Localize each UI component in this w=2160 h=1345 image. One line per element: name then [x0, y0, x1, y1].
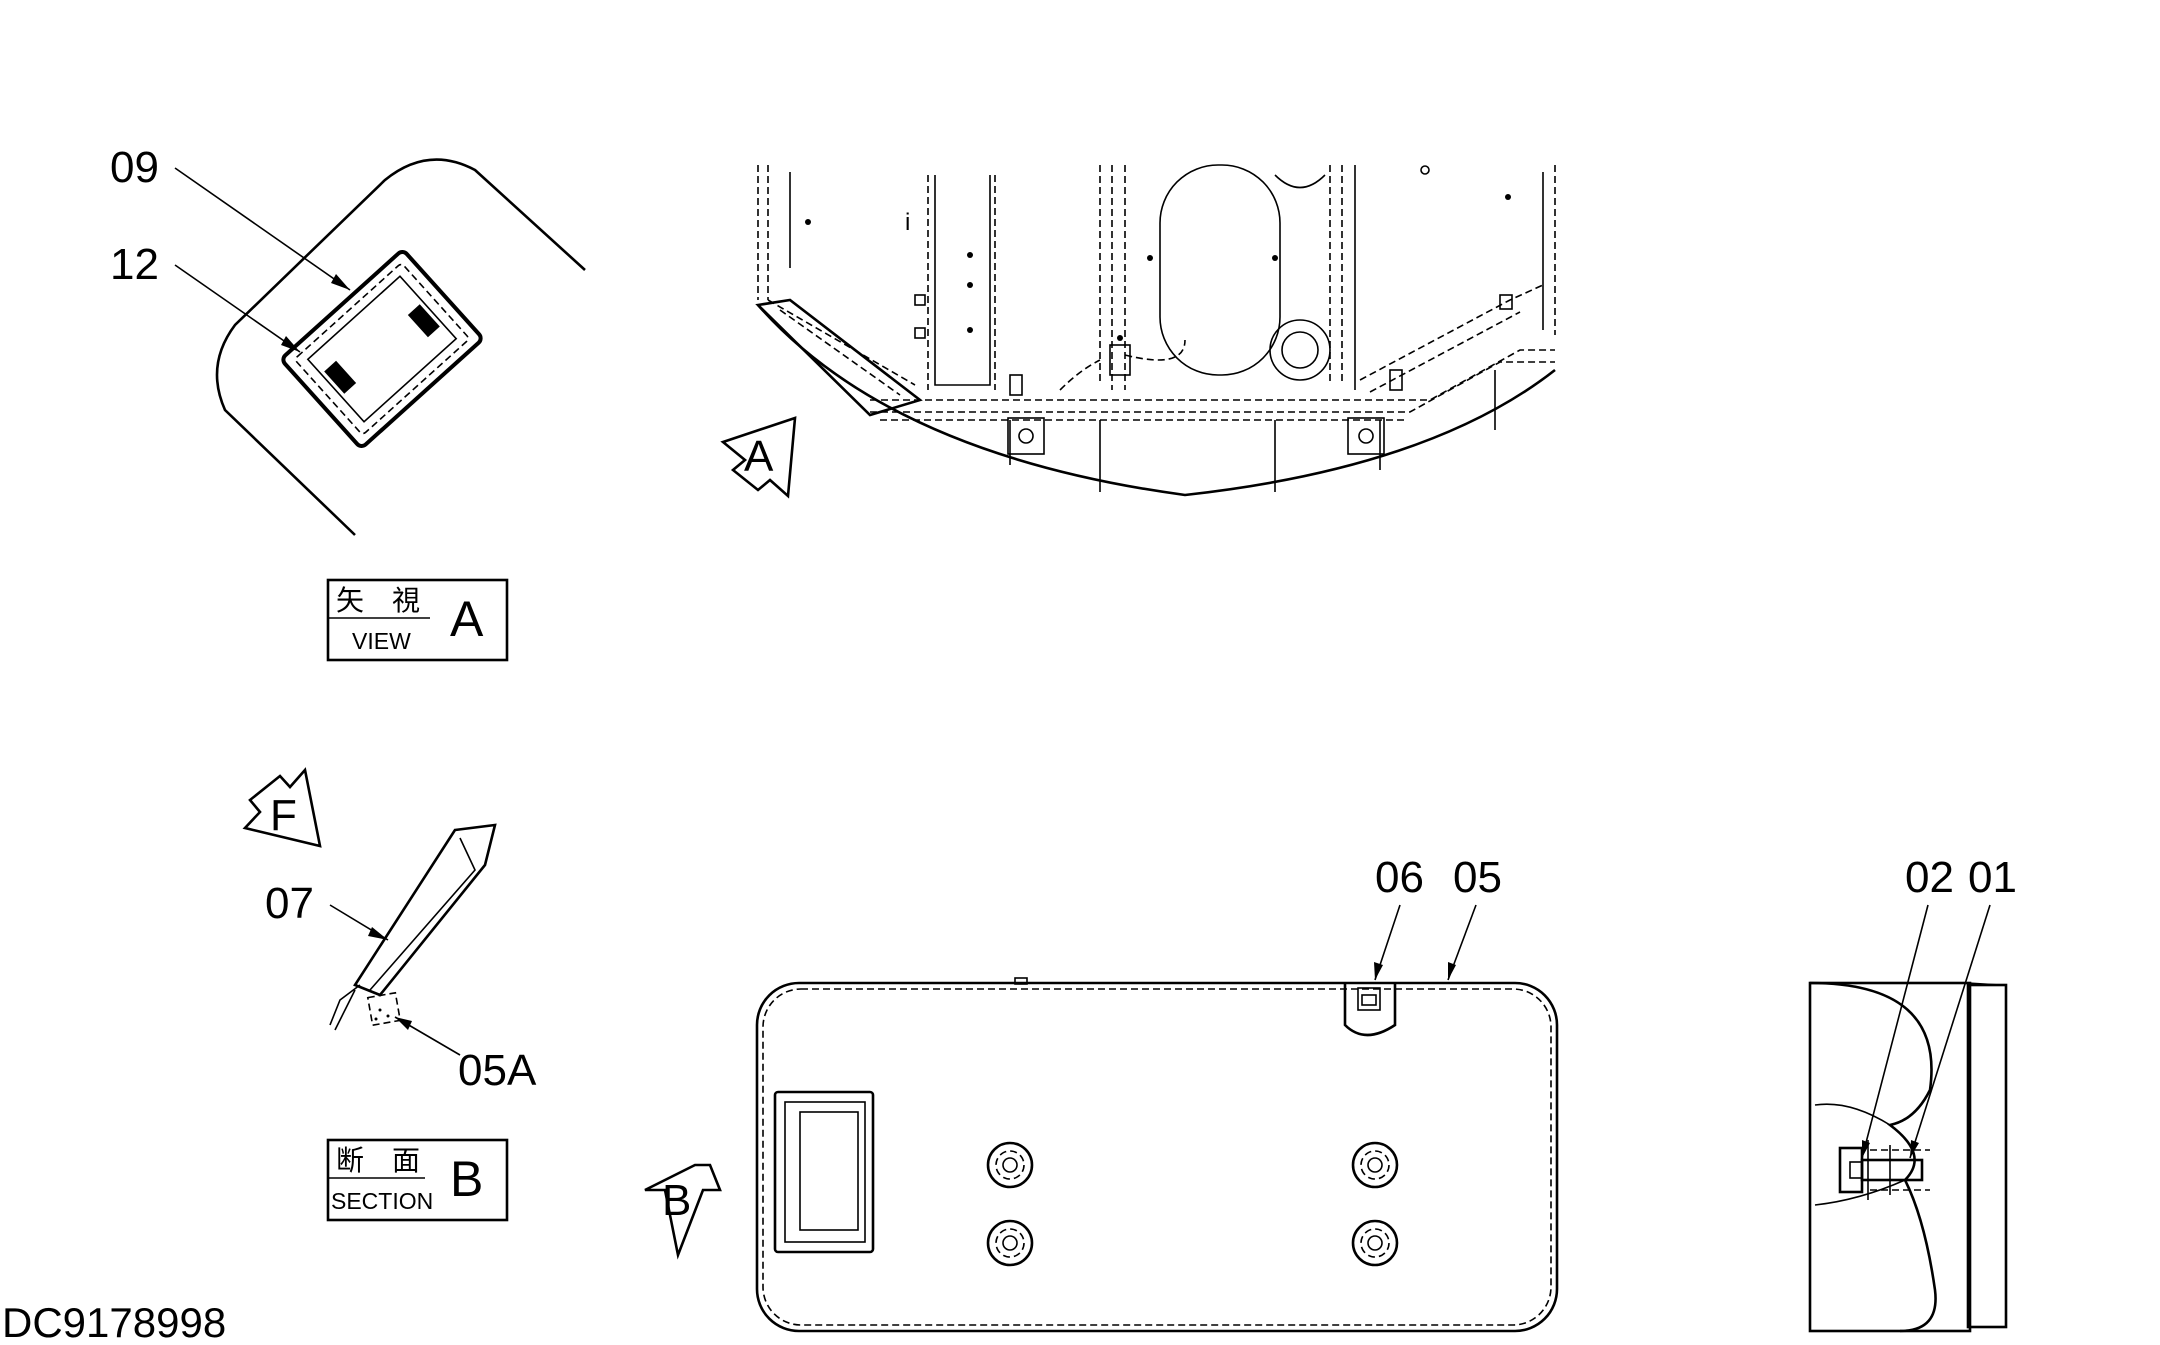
section-b-label-box: 断 面 SECTION B — [326, 1138, 509, 1222]
cover-panel: 06 05 — [755, 853, 1559, 1333]
view-a-outline — [215, 158, 586, 536]
bolt-2 — [986, 1219, 1034, 1267]
monitor-frame — [281, 250, 483, 448]
view-a-label-box: 矢 視 VIEW A — [326, 578, 509, 662]
label-12: 12 — [110, 240, 159, 289]
view-arrow-f-letter: F — [270, 791, 297, 840]
leader-09-arrow — [331, 274, 350, 290]
monitor-mount-right — [407, 304, 440, 338]
view-box-letter: A — [450, 591, 484, 647]
leader-01 — [1909, 904, 1991, 1159]
view-box-frame — [326, 578, 509, 662]
monitor-mount-left — [324, 360, 357, 394]
view-arrow-b-letter: B — [662, 1176, 691, 1225]
document-id: DC9178998 — [2, 1299, 226, 1345]
label-02: 02 — [1905, 853, 1954, 902]
cover-window — [773, 1090, 875, 1254]
view-arrow-a-letter: A — [744, 432, 774, 481]
small-mark: i — [905, 209, 910, 236]
leader-09 — [174, 167, 351, 291]
side-panel — [1808, 981, 1972, 1333]
section-box-frame — [326, 1138, 509, 1222]
bolt-1 — [986, 1141, 1034, 1189]
leader-12-arrow — [281, 336, 300, 352]
label-07: 07 — [265, 879, 314, 928]
leader-12 — [174, 264, 301, 353]
bolt-3 — [1351, 1141, 1399, 1189]
cover-latch — [1343, 983, 1397, 1037]
label-05a: 05A — [458, 1046, 537, 1095]
section-box-letter: B — [450, 1151, 483, 1207]
view-arrow-b: B — [644, 1163, 722, 1260]
bolt-4 — [1351, 1219, 1399, 1267]
monitor-panel — [281, 250, 483, 448]
section-box-en: SECTION — [331, 1188, 433, 1214]
label-06: 06 — [1375, 853, 1424, 902]
monitor-bezel — [295, 263, 469, 435]
label-09: 09 — [110, 143, 159, 192]
view-arrow-a: A — [720, 416, 797, 499]
view-a-detail: 09 12 — [110, 143, 586, 536]
monitor-screen — [306, 275, 458, 423]
view-box-en: VIEW — [352, 628, 411, 654]
cover-panel-outline — [755, 981, 1559, 1333]
center-oval-cutout — [1159, 164, 1281, 376]
upper-frame-plan: i — [755, 164, 1556, 497]
side-detail: 02 01 — [1808, 853, 2017, 1333]
label-01: 01 — [1968, 853, 2017, 902]
side-bolt-head — [1838, 1146, 1864, 1194]
view-box-jp: 矢 視 — [336, 584, 420, 617]
label-05: 05 — [1453, 853, 1502, 902]
section-b-detail: F 07 05A — [242, 767, 537, 1095]
side-edge-strip — [1966, 983, 2008, 1329]
frame-arc — [757, 304, 1556, 497]
leader-02 — [1861, 904, 1929, 1159]
section-box-jp: 断 面 — [336, 1144, 420, 1177]
